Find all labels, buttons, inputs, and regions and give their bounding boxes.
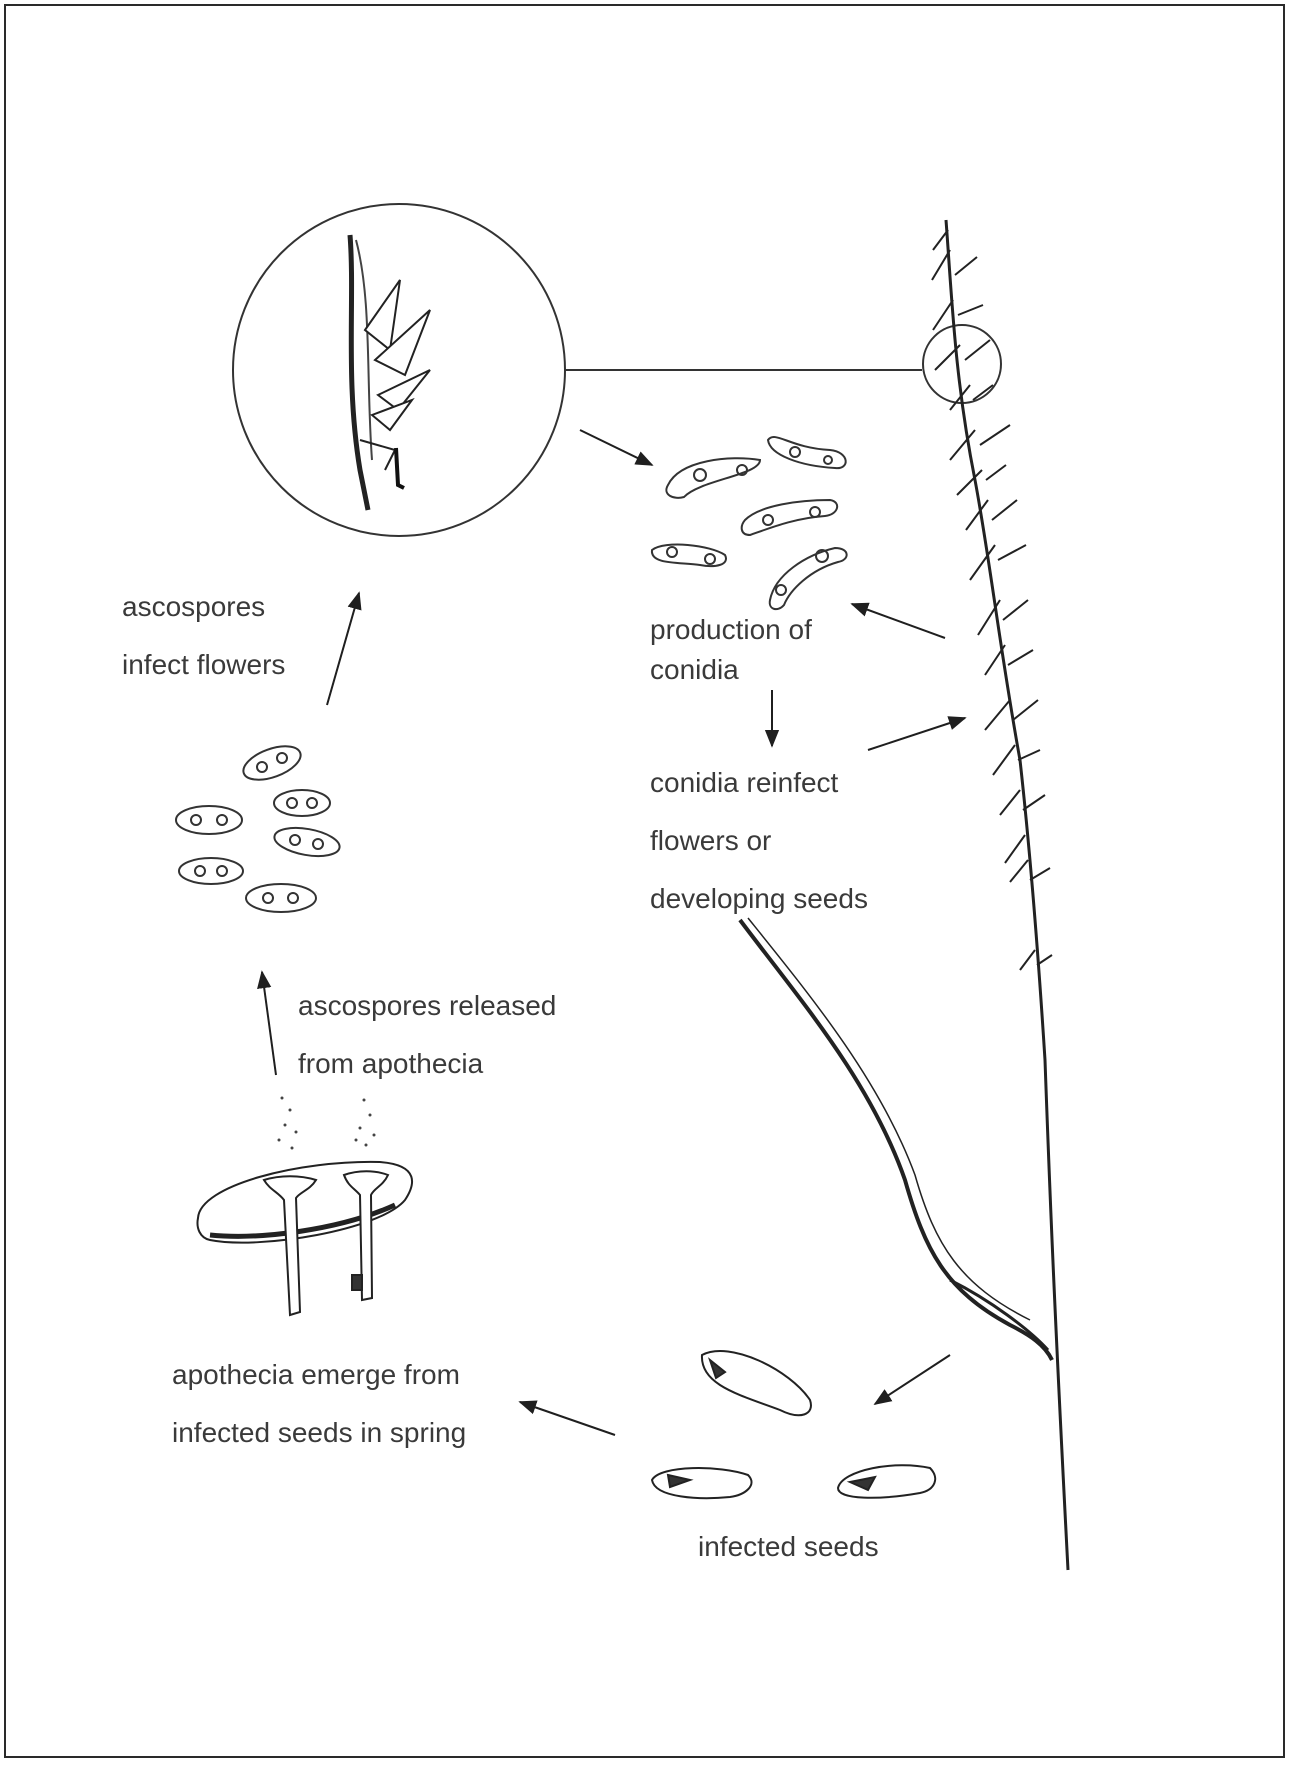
apothecia-illustration [198,1097,413,1316]
label-ascospores-released: ascospores released from apothecia [298,977,556,1093]
label-apothecia-emerge: apothecia emerge from infected seeds in … [172,1346,466,1462]
label-ascospores-infect: ascospores infect flowers [122,578,285,694]
infected-seeds-illustration [652,1351,935,1498]
conidia-group [652,437,847,609]
ascospores-group [176,740,342,912]
label-conidia-reinfect: conidia reinfect flowers or developing s… [650,754,868,928]
label-production-of-conidia: production of conidia [650,610,812,690]
label-infected-seeds: infected seeds [698,1518,879,1576]
magnified-flower [233,204,565,536]
